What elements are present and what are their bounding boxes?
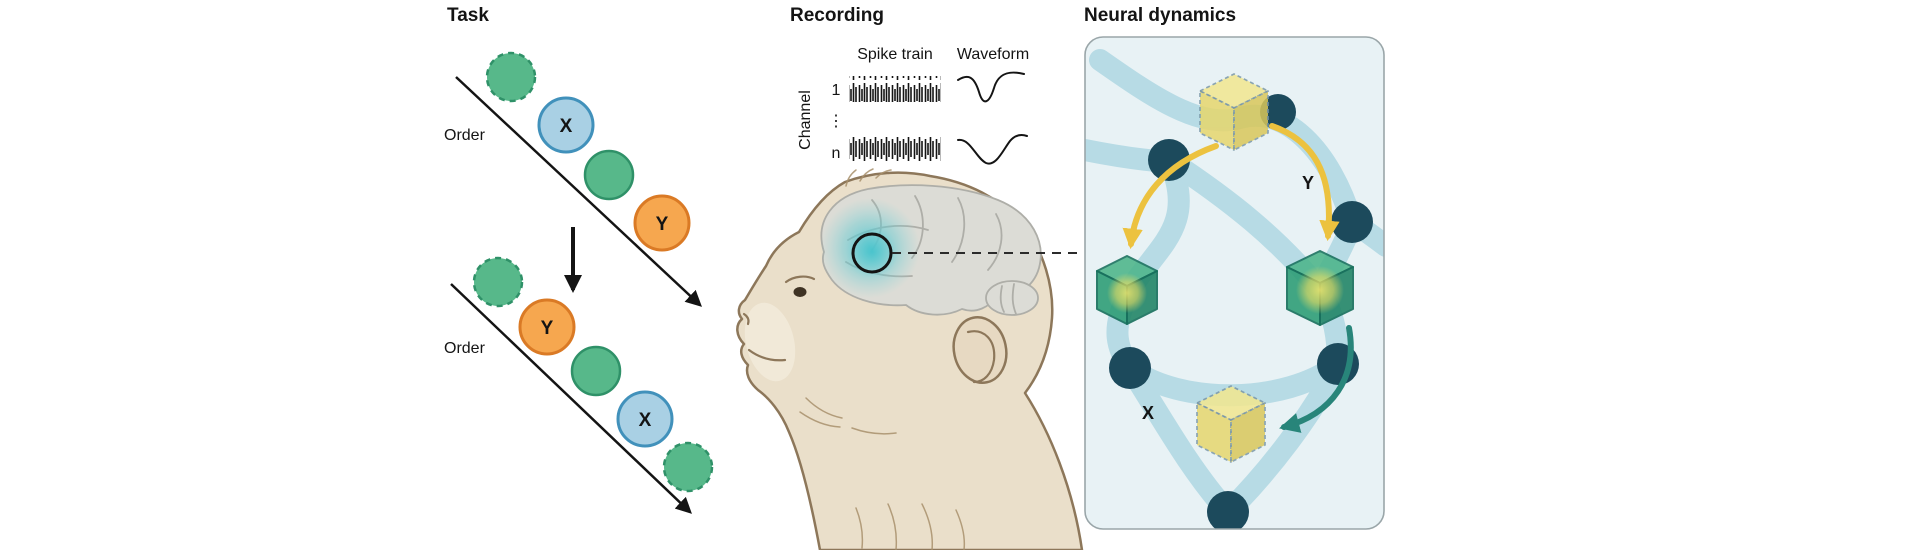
active-state-glow <box>1107 273 1147 313</box>
item-circle-y <box>518 298 576 356</box>
order-label-1: Order <box>444 127 486 144</box>
item-circle-dashed <box>485 51 537 103</box>
channel-1-label: 1 <box>832 82 841 99</box>
waveform-label: Waveform <box>957 46 1029 63</box>
transition-arrow-teal <box>1279 325 1354 433</box>
task-sequence-1: X Y <box>485 51 691 252</box>
monkey-muzzle <box>744 302 796 382</box>
item-circle-green <box>570 345 622 397</box>
monkey-inner-ear <box>966 330 996 384</box>
network-node <box>1260 94 1296 130</box>
monkey-mouth <box>747 348 787 362</box>
monkey-brow <box>784 275 816 284</box>
active-state-cube-left <box>1096 255 1158 325</box>
transition-arrow-yellow-right <box>1269 123 1340 242</box>
neural-title: Neural dynamics <box>1084 5 1236 26</box>
monkey-eye <box>793 287 807 297</box>
cerebellum-fold <box>999 285 1005 313</box>
active-state-cube-right <box>1286 250 1354 326</box>
item-label-x: X <box>639 410 652 431</box>
recording-title: Recording <box>790 5 884 26</box>
recording-site-circle <box>851 232 893 274</box>
task-title: Task <box>447 5 489 26</box>
spike-train-label: Spike train <box>857 46 933 63</box>
spike-train-row-1 <box>849 76 941 102</box>
monkey-nostril <box>742 312 750 326</box>
monkey-illustration <box>736 168 1084 550</box>
waveform-channel-1 <box>957 71 1025 103</box>
task-panel: Task Order X Y Order Y X <box>444 5 714 514</box>
active-state-glow <box>1296 266 1344 314</box>
recording-panel: Recording Spike train Waveform Channel 1… <box>736 5 1084 550</box>
network-node <box>1331 201 1373 243</box>
neural-dynamics-panel: Neural dynamics <box>1084 5 1385 530</box>
item-circle-x <box>537 96 595 154</box>
state-label-x: X <box>1142 403 1154 423</box>
network-node <box>1207 491 1249 529</box>
item-circle-green <box>583 149 635 201</box>
item-circle-dashed <box>662 441 714 493</box>
state-network <box>1085 49 1384 529</box>
waveform-channel-n <box>957 134 1028 165</box>
item-label-x: X <box>560 116 573 137</box>
network-node <box>1148 139 1190 181</box>
latent-state-cube-x <box>1196 385 1266 463</box>
state-label-y: Y <box>1302 173 1314 193</box>
item-label-y: Y <box>656 214 669 235</box>
order-arrow-2 <box>450 283 692 514</box>
channel-axis-label: Channel <box>797 90 814 150</box>
panel-border <box>1084 36 1385 530</box>
item-label-y: Y <box>541 318 554 339</box>
latent-state-cube-y <box>1199 73 1269 151</box>
item-circle-x <box>616 390 674 448</box>
item-circle-dashed <box>472 256 524 308</box>
order-label-2: Order <box>444 340 486 357</box>
network-node <box>1109 347 1151 389</box>
item-circle-y <box>633 194 691 252</box>
channel-ellipsis: ⋮ <box>828 113 844 130</box>
task-sequence-2: Y X <box>472 256 714 493</box>
cerebellum-fold <box>1011 283 1017 315</box>
channel-n-label: n <box>832 145 841 162</box>
order-arrow-1 <box>455 76 702 307</box>
spike-train-row-n <box>849 137 941 163</box>
transition-arrow-yellow-left <box>1122 143 1219 250</box>
monkey-fur-strokes <box>799 168 966 550</box>
